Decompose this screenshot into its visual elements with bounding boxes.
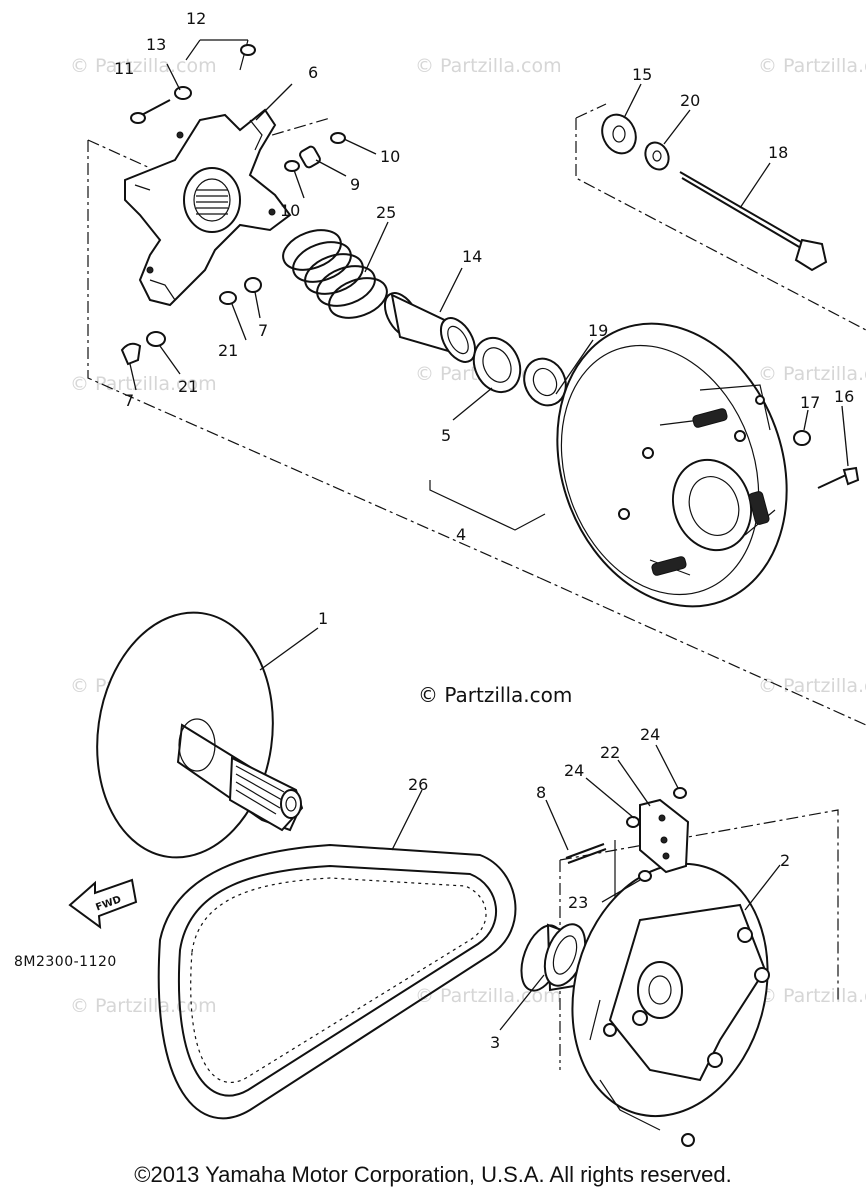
weight-pin-set [565, 787, 690, 882]
watermark: © Partzilla.com [70, 55, 217, 77]
center-watermark: © Partzilla.com [418, 683, 572, 707]
fixed-sheave-1 [96, 611, 304, 859]
callout-10a: 10 [380, 147, 400, 166]
callout-1: 1 [318, 609, 328, 628]
callout-17: 17 [800, 393, 820, 412]
callout-20: 20 [680, 91, 700, 110]
small-fasteners [120, 44, 346, 366]
callout-14: 14 [462, 247, 482, 266]
callout-19: 19 [588, 321, 608, 340]
callout-labels: 12 13 11 6 10 9 10 25 14 7 21 21 7 5 19 … [114, 9, 854, 1052]
callout-24a: 24 [564, 761, 584, 780]
leader-lines [129, 63, 849, 1031]
callout-24b: 24 [640, 725, 660, 744]
callout-9: 9 [350, 175, 360, 194]
watermark: © Partzilla.com [758, 985, 866, 1007]
callout-13: 13 [146, 35, 166, 54]
bolt-washers-right [601, 113, 860, 489]
watermark: © Partzilla.com [758, 363, 866, 385]
callout-10b: 10 [280, 201, 300, 220]
callout-21a: 21 [218, 341, 238, 360]
callout-4: 4 [456, 525, 466, 544]
watermark: © Partzilla.com [70, 995, 217, 1017]
copyright-notice: ©2013 Yamaha Motor Corporation, U.S.A. A… [134, 1162, 732, 1187]
bushing-3 [520, 923, 587, 992]
watermark: © Partzilla.com [758, 55, 866, 77]
callout-23: 23 [568, 893, 588, 912]
movable-sheave-4 [556, 322, 788, 608]
watermark: © Partzilla.com [415, 985, 562, 1007]
watermark: © Partzilla.com [70, 373, 217, 395]
drive-belt-26 [157, 843, 517, 1120]
diagram-code: 8M2300-1120 [14, 954, 117, 970]
callout-15: 15 [632, 65, 652, 84]
callout-3: 3 [490, 1033, 500, 1052]
callout-7a: 7 [258, 321, 268, 340]
watermark: © Partzilla.com [415, 55, 562, 77]
callout-25: 25 [376, 203, 396, 222]
callout-21b: 21 [178, 377, 198, 396]
bearings-5-19 [472, 336, 567, 407]
callout-2: 2 [780, 851, 790, 870]
secondary-sheave-2 [571, 862, 770, 1147]
spring-25 [282, 229, 388, 319]
callout-8: 8 [536, 783, 546, 802]
callout-7b: 7 [124, 391, 134, 410]
watermark: © Partzilla.com [758, 675, 866, 697]
callout-12: 12 [186, 9, 206, 28]
callout-26: 26 [408, 775, 428, 794]
callout-6: 6 [308, 63, 318, 82]
fwd-arrow: FWD [68, 878, 138, 930]
callout-22: 22 [600, 743, 620, 762]
callout-5: 5 [441, 426, 451, 445]
callout-16: 16 [834, 387, 854, 406]
callout-18: 18 [768, 143, 788, 162]
callout-11: 11 [114, 59, 134, 78]
primary-sheave-cap [124, 108, 292, 307]
sleeve-14 [383, 292, 477, 363]
